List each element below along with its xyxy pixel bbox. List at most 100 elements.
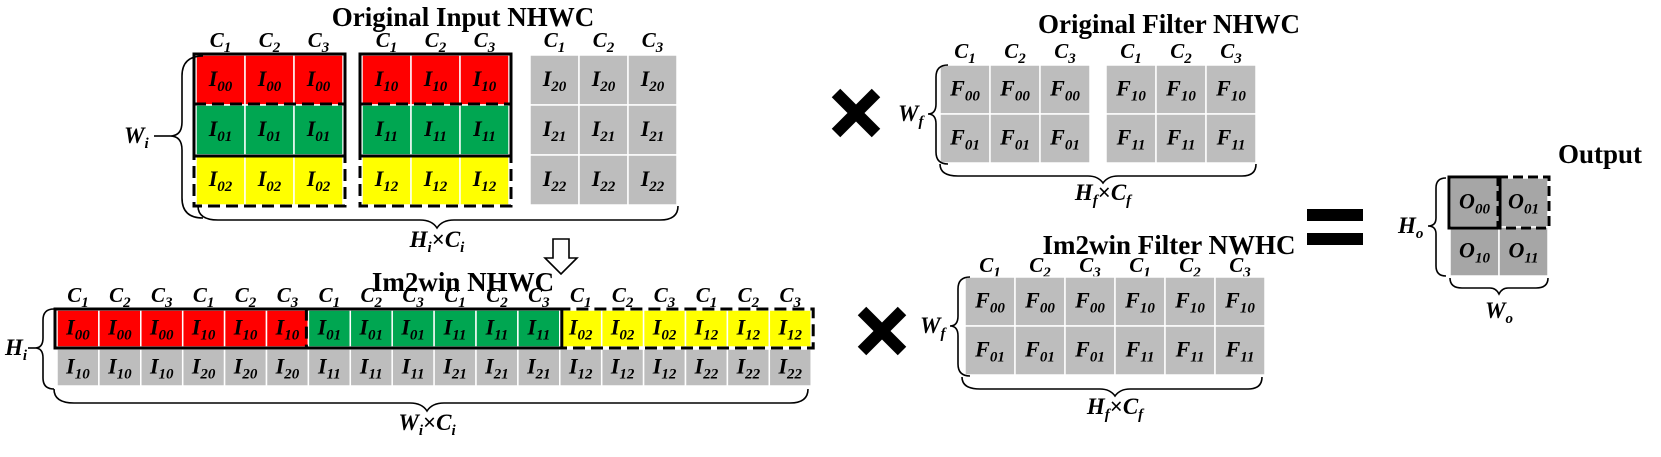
im2win-filter-cell-r1-c0-label-sub: 01	[990, 350, 1005, 366]
im2win-filter-cell-r1-c3-label-sub: 11	[1140, 350, 1154, 366]
orig-input-cell-g2-r1-c2-label: I21	[640, 116, 665, 145]
output-cell-r0-c1-label: O01	[1508, 189, 1539, 218]
im2win-input-r1-c12-label: I12	[568, 354, 593, 383]
im2win-input-r1-c16-label-main: I	[736, 354, 747, 379]
im2win-input-r1-c1-bg	[98, 348, 142, 387]
equals-sign	[1307, 209, 1363, 245]
im2win-input-header-3-main: C	[193, 283, 208, 307]
im2win-input-r1-c3-label-sub: 20	[199, 367, 216, 383]
im2win-input-r0-c14-label-sub: 02	[661, 328, 677, 344]
im2win-input-header-4-sub: 2	[248, 295, 257, 311]
orig-input-cell-g2-r1-c1-label: I21	[591, 116, 616, 145]
orig-input-cell-g2-r2-c1-label: I22	[591, 166, 616, 195]
brace-hfcf-top	[939, 163, 1257, 185]
im2win-input-r0-c5-label-main: I	[275, 315, 286, 340]
orig-filter-cell-g0-r1-c1-label: F01	[999, 125, 1030, 154]
im2win-filter-cell-r0-c0-bg	[964, 276, 1016, 327]
im2win-input-r1-c4-bg	[223, 348, 268, 387]
orig-input-cell-g0-r0-c1-label-main: I	[257, 66, 268, 91]
label-wi-main: W	[124, 123, 146, 148]
brace-hici	[197, 205, 679, 230]
orig-input-cell-g2-r0-c0-label-sub: 20	[550, 79, 567, 95]
orig-input-cell-g2-r0-c1-label: I20	[591, 66, 616, 95]
orig-input-cell-g1-r2-c1-label-main: I	[423, 166, 434, 191]
orig-filter-cell-g0-r1-c2-label-main: F	[1049, 125, 1065, 150]
orig-filter-header-g1-c2: C3	[1220, 39, 1242, 67]
equals-bar-bottom	[1307, 233, 1363, 245]
orig-filter-cell-g1-r1-c1-label-main: F	[1166, 125, 1182, 150]
orig-input-cell-g0-r2-c2-bg	[293, 154, 344, 206]
im2win-input-header-6: C1	[319, 283, 341, 311]
im2win-filter-cell-r0-c5-bg	[1214, 276, 1266, 327]
orig-filter-cell-g1-r0-c1-label: F10	[1165, 76, 1196, 105]
im2win-input-header-17: C3	[779, 283, 801, 311]
orig-input-cell-g0-r2-c2-label-main: I	[306, 166, 317, 191]
im2win-input-header-14-main: C	[654, 283, 669, 307]
im2win-input-header-9-main: C	[444, 283, 459, 307]
output-cell-r1-c0-label-sub: 10	[1475, 251, 1491, 267]
im2win-input-header-4-main: C	[235, 283, 250, 307]
im2win-input-r0-c4-label: I10	[233, 315, 258, 344]
orig-input-header-g1-c2-sub: 3	[487, 40, 496, 56]
orig-filter-cell-g1-r0-c1-label-main: F	[1165, 76, 1181, 101]
label-wo-main: W	[1485, 298, 1507, 323]
im2win-input-r0-c16-bg	[726, 309, 771, 348]
orig-filter-cell-g1-r0-c0-bg	[1105, 64, 1157, 115]
im2win-input-r0-c6-label: I01	[317, 315, 342, 344]
orig-filter-header-g0-c1-main: C	[1004, 39, 1019, 63]
im2win-filter-cell-r1-c4-label-main: F	[1175, 337, 1191, 362]
label-wo-sub: o	[1505, 311, 1513, 327]
orig-filter-header-g0-c2-sub: 3	[1067, 51, 1076, 67]
im2win-filter-cell-r0-c0-label: F00	[974, 288, 1005, 317]
orig-filter-header-g1-c0-main: C	[1120, 39, 1135, 63]
im2win-input-r0-c10-label-sub: 11	[494, 328, 508, 344]
im2win-input-r0-c0-label: I00	[65, 315, 90, 344]
im2win-input-header-11: C3	[528, 283, 550, 311]
orig-input-cell-g1-r1-c0-label: I11	[374, 116, 398, 145]
orig-input-cell-g2-r0-c0-label: I20	[542, 66, 567, 95]
im2win-input-r0-c16-label-sub: 12	[745, 328, 761, 344]
im2win-filter-cell-r1-c0-label: F01	[974, 337, 1005, 366]
orig-input-cell-g2-r2-c0-bg	[529, 154, 580, 206]
im2win-input-r0-c8-label: I01	[400, 315, 425, 344]
label-wici-w: W	[398, 410, 420, 435]
label-hici-h: H	[409, 227, 429, 252]
orig-input-cell-g0-r2-c0-bg	[195, 154, 246, 206]
im2win-input-r1-c3-label-main: I	[191, 354, 202, 379]
orig-input-cell-g2-r2-c1-label-sub: 22	[599, 179, 616, 195]
im2win-filter-cell-r0-c2-label-main: F	[1074, 288, 1090, 313]
orig-input-cell-g2-r1-c0-label: I21	[542, 116, 567, 145]
brace-wf-top	[927, 64, 949, 165]
label-hfcf-top-times: ×	[1098, 180, 1111, 205]
orig-filter-header-g0-c0-main: C	[954, 39, 969, 63]
im2win-input-r0-c12-label-sub: 02	[578, 328, 594, 344]
im2win-input-r0-c15-label-main: I	[694, 315, 705, 340]
orig-input-cell-g2-r1-c1-label-sub: 21	[599, 129, 615, 145]
orig-input-header-g0-c0-main: C	[210, 28, 225, 52]
orig-input-cell-g1-r0-c1-label-main: I	[423, 66, 434, 91]
label-ho-sub: o	[1416, 226, 1424, 242]
orig-filter-cell-g0-r0-c1-label-main: F	[999, 76, 1015, 101]
output-cell-r0-c0-label: O00	[1459, 189, 1490, 218]
brace-wf-bottom	[949, 276, 971, 377]
orig-input-cell-g1-r1-c2-label-main: I	[472, 116, 483, 141]
label-wf-bottom: Wf	[920, 313, 947, 342]
im2win-input-header-5: C3	[277, 283, 299, 311]
orig-input-header-g1-c1-main: C	[425, 28, 440, 52]
im2win-input-r1-c7-label-main: I	[359, 354, 370, 379]
orig-input-cell-g1-r1-c1-label-main: I	[423, 116, 434, 141]
im2win-input-r1-c17-label-main: I	[777, 354, 788, 379]
im2win-input-r1-c13-label-sub: 12	[619, 367, 635, 383]
orig-input-cell-g1-r2-c2-label: I12	[472, 166, 497, 195]
im2win-input-r1-c17-label-sub: 22	[786, 367, 803, 383]
orig-filter-cell-g1-r0-c2-label-sub: 10	[1231, 89, 1247, 105]
im2win-input-r0-c11-label-sub: 11	[536, 328, 550, 344]
orig-input-cell-g0-r1-c2-label: I01	[306, 116, 331, 145]
im2win-input-r1-c15-label-sub: 22	[702, 367, 719, 383]
down-arrow	[543, 238, 579, 276]
orig-input-window-dashed-0	[192, 102, 347, 208]
orig-input-cell-g2-r1-c0-label-sub: 21	[550, 129, 566, 145]
